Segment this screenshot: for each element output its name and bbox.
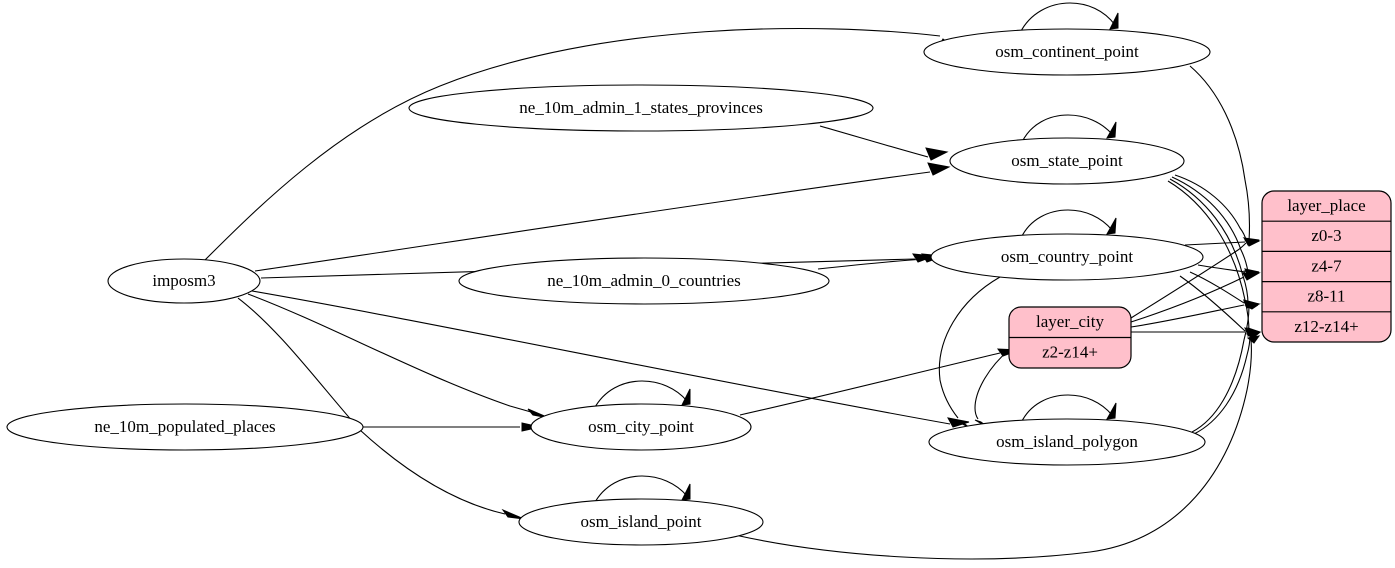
node-label-osm_state_point: osm_state_point xyxy=(1011,151,1123,170)
node-shape-ne_10m_admin_0_countries xyxy=(458,257,830,305)
edge-layer_city-to-layer_place_z4_7 xyxy=(1130,272,1261,323)
node-shape-ne_10m_populated_places xyxy=(6,403,364,451)
record-row-layer_place_z8_11[interactable]: z8-11 xyxy=(1307,287,1345,306)
self-loop-osm_country_point xyxy=(1020,209,1117,239)
edge-imposm3-to-osm_city_point xyxy=(247,293,550,419)
edge-imposm3-to-osm_state_point xyxy=(254,162,951,272)
self-loop-osm_continent_point xyxy=(1019,2,1119,34)
node-shape-osm_state_point xyxy=(949,137,1185,185)
node-osm_city_point[interactable]: osm_city_point xyxy=(530,403,752,451)
node-osm_state_point[interactable]: osm_state_point xyxy=(949,137,1185,185)
edge-osm_island_point-to-layer_place_z12_14 xyxy=(734,335,1261,560)
node-shape-osm_continent_point xyxy=(923,28,1211,76)
nodes-layer: imposm3 ne_10m_populated_places ne_10m_adm… xyxy=(6,28,1211,546)
node-label-osm_island_polygon: osm_island_polygon xyxy=(996,432,1138,451)
node-osm_island_point[interactable]: osm_island_point xyxy=(518,498,764,546)
node-shape-ne_10m_admin_1_states_provinces xyxy=(408,84,874,132)
edge-osm_country_point-to-osm_island_polygon xyxy=(938,276,1001,429)
node-label-ne_10m_populated_places: ne_10m_populated_places xyxy=(94,417,275,436)
node-imposm3[interactable]: imposm3 xyxy=(107,258,261,304)
node-label-osm_continent_point: osm_continent_point xyxy=(995,42,1139,61)
edge-ne_10m_admin_1_states_provinces-to-osm_state_point xyxy=(819,125,949,161)
self-loop-osm_island_point xyxy=(593,475,691,505)
node-shape-imposm3 xyxy=(107,258,261,304)
edge-osm_island_polygon-to-layer_place_z8_11 xyxy=(1191,304,1259,433)
edge-osm_city_point-to-layer_city xyxy=(739,348,1020,416)
self-loop-osm_island_polygon xyxy=(1020,394,1117,424)
node-label-osm_island_point: osm_island_point xyxy=(581,512,702,531)
record-layer_city[interactable]: layer_city z2-z14+ xyxy=(1008,306,1132,369)
record-box-layer_place xyxy=(1261,190,1392,343)
edge-layer_city-to-layer_place_z0_3 xyxy=(1130,239,1261,319)
record-layer_place[interactable]: layer_place z0-3 z4-7 z8-11 z12-z14+ xyxy=(1261,190,1392,343)
node-shape-osm_island_polygon xyxy=(928,418,1206,466)
node-shape-osm_country_point xyxy=(930,233,1204,281)
record-row-layer_city_z2[interactable]: z2-z14+ xyxy=(1042,343,1098,362)
node-label-osm_country_point: osm_country_point xyxy=(1001,247,1133,266)
record-row-layer_place_z4_7[interactable]: z4-7 xyxy=(1311,256,1342,275)
node-osm_island_polygon[interactable]: osm_island_polygon xyxy=(928,418,1206,466)
record-row-layer_place_z12_14[interactable]: z12-z14+ xyxy=(1294,317,1358,336)
node-osm_country_point[interactable]: osm_country_point xyxy=(930,233,1204,281)
self-loop-osm_state_point xyxy=(1021,114,1117,143)
edge-layer_city-to-osm_island_polygon xyxy=(974,349,1010,431)
record-row-layer_city_header[interactable]: layer_city xyxy=(1036,312,1104,331)
node-label-ne_10m_admin_0_countries: ne_10m_admin_0_countries xyxy=(547,271,741,290)
edge-layer_city-to-layer_place_z8_11 xyxy=(1130,300,1261,328)
edge-layer_city-to-layer_place_z12_14 xyxy=(1131,327,1262,337)
record-row-layer_place_header[interactable]: layer_place xyxy=(1287,196,1365,215)
edge-imposm3-to-osm_island_polygon xyxy=(251,290,970,428)
self-loops-layer xyxy=(593,2,1119,505)
record-row-layer_place_z0_3[interactable]: z0-3 xyxy=(1311,226,1341,245)
node-ne_10m_admin_0_countries[interactable]: ne_10m_admin_0_countries xyxy=(458,257,830,305)
self-loop-osm_city_point xyxy=(593,380,691,410)
node-ne_10m_populated_places[interactable]: ne_10m_populated_places xyxy=(6,403,364,451)
node-label-imposm3: imposm3 xyxy=(152,271,215,290)
edge-imposm3-to-osm_continent_point xyxy=(204,27,960,261)
node-osm_continent_point[interactable]: osm_continent_point xyxy=(923,28,1211,76)
node-shape-osm_city_point xyxy=(530,403,752,451)
node-shape-osm_island_point xyxy=(518,498,764,546)
edge-osm_island_polygon-to-layer_place_z12_14 xyxy=(1193,332,1261,435)
node-label-ne_10m_admin_1_states_provinces: ne_10m_admin_1_states_provinces xyxy=(519,98,763,117)
records-layer: layer_city z2-z14+ layer_place z0-3 z4-7 z8-1… xyxy=(1008,190,1392,369)
node-ne_10m_admin_1_states_provinces[interactable]: ne_10m_admin_1_states_provinces xyxy=(408,84,874,132)
edge-ne_10m_populated_places-to-osm_city_point xyxy=(363,422,541,432)
node-label-osm_city_point: osm_city_point xyxy=(588,417,694,436)
